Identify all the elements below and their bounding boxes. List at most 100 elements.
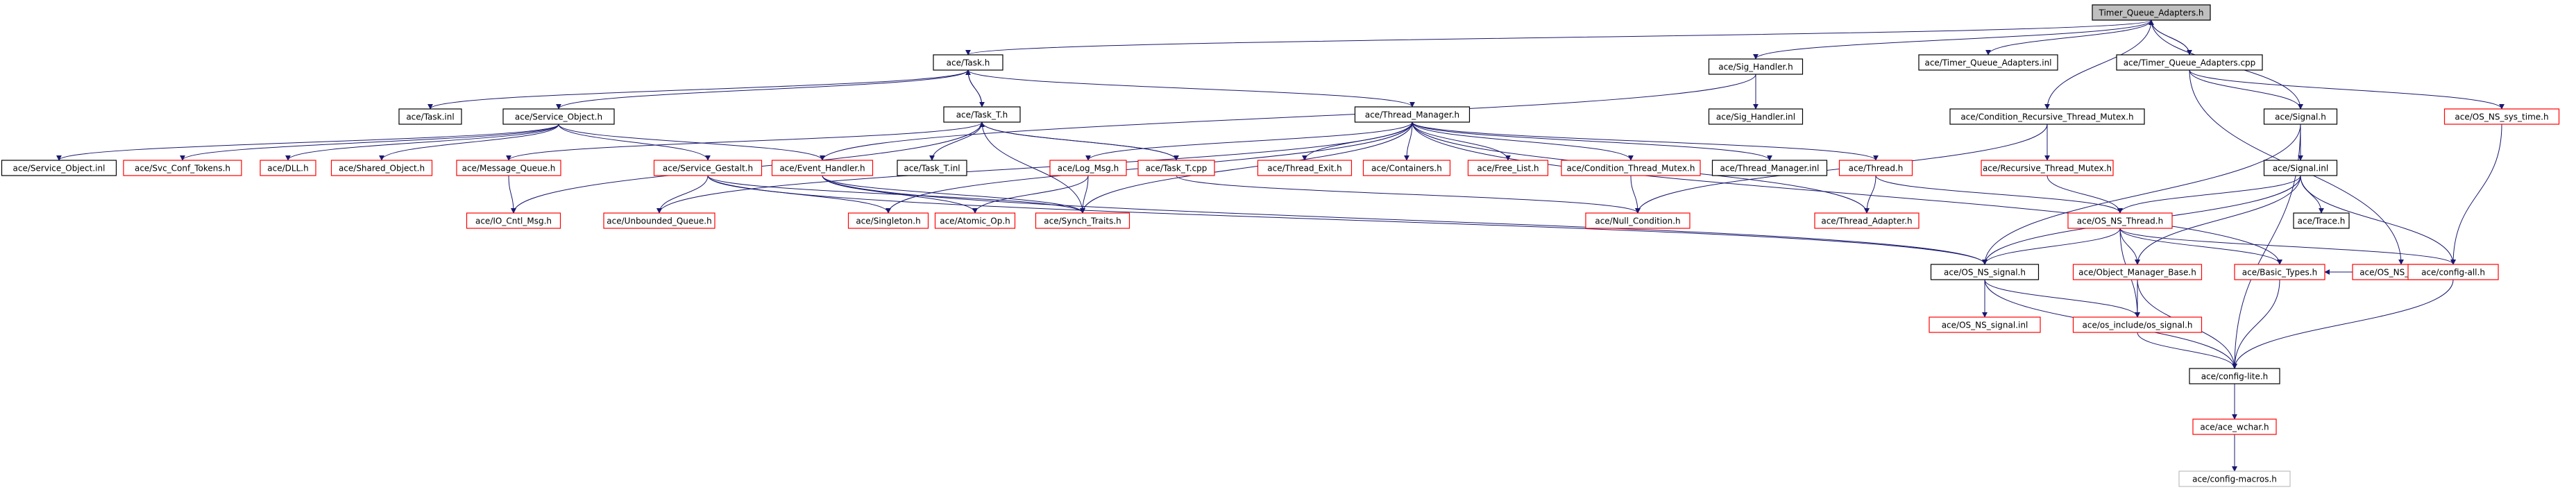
node-tqa_inl[interactable]: ace/Timer_Queue_Adapters.inl xyxy=(1918,54,2058,71)
node-null_condition_h[interactable]: ace/Null_Condition.h xyxy=(1585,212,1690,229)
node-box xyxy=(123,160,242,176)
node-thread_h[interactable]: ace/Thread.h xyxy=(1838,160,1913,176)
node-box xyxy=(653,160,763,176)
node-label: ace/Recursive_Thread_Mutex.h xyxy=(1983,164,2112,173)
edge-log_msg_h-to-atomic_op_h xyxy=(972,175,1089,214)
node-basic_types_h[interactable]: ace/Basic_Types.h xyxy=(2234,264,2325,280)
edge-service_object_h-to-event_handler_h xyxy=(558,124,825,161)
node-label: ace/DLL.h xyxy=(267,164,308,173)
edge-os_include_os_signal_h-to-config_lite_h xyxy=(2137,332,2237,369)
edge-os_ns_thread_h-to-os_ns_signal_h xyxy=(1982,228,2121,265)
node-box xyxy=(1257,160,1353,176)
node-signal_h[interactable]: ace/Signal.h xyxy=(2263,108,2338,125)
node-task_t_h[interactable]: ace/Task_T.h xyxy=(943,106,1021,123)
node-label: ace/Signal.h xyxy=(2275,112,2326,122)
node-shared_object_h[interactable]: ace/Shared_Object.h xyxy=(330,160,433,176)
edge-os_ns_thread_h-to-config_all_h xyxy=(2119,228,2456,265)
node-box xyxy=(897,160,967,176)
node-box xyxy=(1949,108,2145,125)
edge-task_t_h-to-task_h xyxy=(965,69,983,108)
node-label: ace/Service_Object.h xyxy=(515,112,602,122)
node-box xyxy=(398,108,462,125)
node-trace_h[interactable]: ace/Trace.h xyxy=(2293,212,2350,229)
node-config_lite_h[interactable]: ace/config-lite.h xyxy=(2189,368,2280,384)
node-box xyxy=(1930,264,2040,280)
node-box xyxy=(1354,106,1471,123)
node-os_ns_signal_inl[interactable]: ace/OS_NS_signal.inl xyxy=(1929,316,2041,333)
node-sig_handler_inl[interactable]: ace/Sig_Handler.inl xyxy=(1708,108,1804,125)
node-dll_h[interactable]: ace/DLL.h xyxy=(260,160,316,176)
node-synch_traits_h[interactable]: ace/Synch_Traits.h xyxy=(1035,212,1130,229)
node-svc_conf_tokens_h[interactable]: ace/Svc_Conf_Tokens.h xyxy=(123,160,242,176)
node-log_msg_h[interactable]: ace/Log_Msg.h xyxy=(1049,160,1127,176)
node-unbounded_queue_h[interactable]: ace/Unbounded_Queue.h xyxy=(603,212,715,229)
node-task_h[interactable]: ace/Task.h xyxy=(933,54,1003,71)
edge-thread_manager_h-to-free_list_h xyxy=(1412,121,1511,161)
node-os_ns_sys_time_h[interactable]: ace/OS_NS_sys_time.h xyxy=(2443,108,2560,125)
node-box xyxy=(1561,160,1701,176)
node-os_ns_signal_h[interactable]: ace/OS_NS_signal.h xyxy=(1930,264,2040,280)
edge-signal_inl-to-config_all_h xyxy=(2300,175,2456,265)
edge-sig_handler_h-to-event_handler_h xyxy=(820,74,1756,161)
node-thread_manager_h[interactable]: ace/Thread_Manager.h xyxy=(1354,106,1471,123)
node-task_inl[interactable]: ace/Task.inl xyxy=(398,108,462,125)
node-label: ace/Object_Manager_Base.h xyxy=(2078,268,2196,278)
node-event_handler_h[interactable]: ace/Event_Handler.h xyxy=(771,160,874,176)
node-service_object_h[interactable]: ace/Service_Object.h xyxy=(502,108,615,125)
node-object_manager_base_h[interactable]: ace/Object_Manager_Base.h xyxy=(2072,264,2203,280)
node-box xyxy=(1,160,117,176)
node-free_list_h[interactable]: ace/Free_List.h xyxy=(1467,160,1549,176)
node-service_gestalt_h[interactable]: ace/Service_Gestalt.h xyxy=(653,160,763,176)
edge-signal_inl-to-object_manager_base_h xyxy=(2135,175,2301,265)
node-box xyxy=(2293,212,2350,229)
node-thread_exit_h[interactable]: ace/Thread_Exit.h xyxy=(1257,160,1353,176)
node-box xyxy=(2072,316,2203,333)
node-message_queue_h[interactable]: ace/Message_Queue.h xyxy=(456,160,561,176)
node-os_ns_thread_h[interactable]: ace/OS_NS_Thread.h xyxy=(2067,212,2173,229)
node-condition_thread_mutex_h[interactable]: ace/Condition_Thread_Mutex.h xyxy=(1561,160,1701,176)
node-config_macros_h[interactable]: ace/config-macros.h xyxy=(2178,470,2291,487)
node-ace_wchar_h[interactable]: ace/ace_wchar.h xyxy=(2192,418,2277,435)
node-label: ace/config-macros.h xyxy=(2192,475,2277,484)
node-label: ace/Log_Msg.h xyxy=(1058,164,1119,173)
node-io_cntl_msg_h[interactable]: ace/IO_Cntl_Msg.h xyxy=(466,212,561,229)
node-box xyxy=(2192,418,2277,435)
node-containers_h[interactable]: ace/Containers.h xyxy=(1362,160,1451,176)
node-box xyxy=(1467,160,1549,176)
node-service_object_inl[interactable]: ace/Service_Object.inl xyxy=(1,160,117,176)
edge-service_gestalt_h-to-unbounded_queue_h xyxy=(656,175,709,214)
node-signal_inl[interactable]: ace/Signal.inl xyxy=(2263,160,2338,176)
node-thread_manager_inl[interactable]: ace/Thread_Manager.inl xyxy=(1711,160,1828,176)
node-atomic_op_h[interactable]: ace/Atomic_Op.h xyxy=(934,212,1016,229)
edge-tqa_cpp-to-os_ns_sys_time_h xyxy=(2189,69,2505,110)
node-recursive_thread_mutex_h[interactable]: ace/Recursive_Thread_Mutex.h xyxy=(1981,160,2114,176)
node-config_all_h[interactable]: ace/config-all.h xyxy=(2407,264,2499,280)
node-box xyxy=(330,160,433,176)
node-thread_adapter_h[interactable]: ace/Thread_Adapter.h xyxy=(1814,212,1920,229)
node-task_t_inl[interactable]: ace/Task_T.inl xyxy=(897,160,967,176)
node-singleton_h[interactable]: ace/Singleton.h xyxy=(847,212,929,229)
node-label: ace/config-all.h xyxy=(2421,268,2485,278)
node-cond_rec_mutex_h[interactable]: ace/Condition_Recursive_Thread_Mutex.h xyxy=(1949,108,2145,125)
node-task_t_cpp[interactable]: ace/Task_T.cpp xyxy=(1137,160,1215,176)
node-box xyxy=(2263,108,2338,125)
node-label: ace/Event_Handler.h xyxy=(779,164,865,173)
node-label: Timer_Queue_Adapters.h xyxy=(2098,8,2203,18)
edge-layer xyxy=(56,19,2505,472)
edge-task_t_h-to-task_t_inl xyxy=(929,121,983,161)
edge-service_object_h-to-service_gestalt_h xyxy=(558,124,711,161)
node-label: ace/Task.inl xyxy=(406,112,454,122)
node-label: ace/Svc_Conf_Tokens.h xyxy=(135,164,230,173)
edge-config_all_h-to-config_lite_h xyxy=(2232,279,2454,369)
node-label: ace/Thread_Manager.h xyxy=(1365,110,1459,120)
edge-root-to-tqa_inl xyxy=(1985,19,2152,56)
edge-tqa_cpp-to-root xyxy=(2149,19,2190,56)
node-tqa_cpp[interactable]: ace/Timer_Queue_Adapters.cpp xyxy=(2116,54,2263,71)
node-os_include_os_signal_h[interactable]: ace/os_include/os_signal.h xyxy=(2072,316,2203,333)
edge-thread_manager_h-to-condition_thread_mutex_h xyxy=(1412,121,1634,161)
edge-signal_inl-to-trace_h xyxy=(2300,175,2324,214)
node-sig_handler_h[interactable]: ace/Sig_Handler.h xyxy=(1708,58,1804,75)
node-label: ace/Free_List.h xyxy=(1477,164,1539,173)
node-label: ace/OS_NS_Thread.h xyxy=(2077,217,2163,226)
